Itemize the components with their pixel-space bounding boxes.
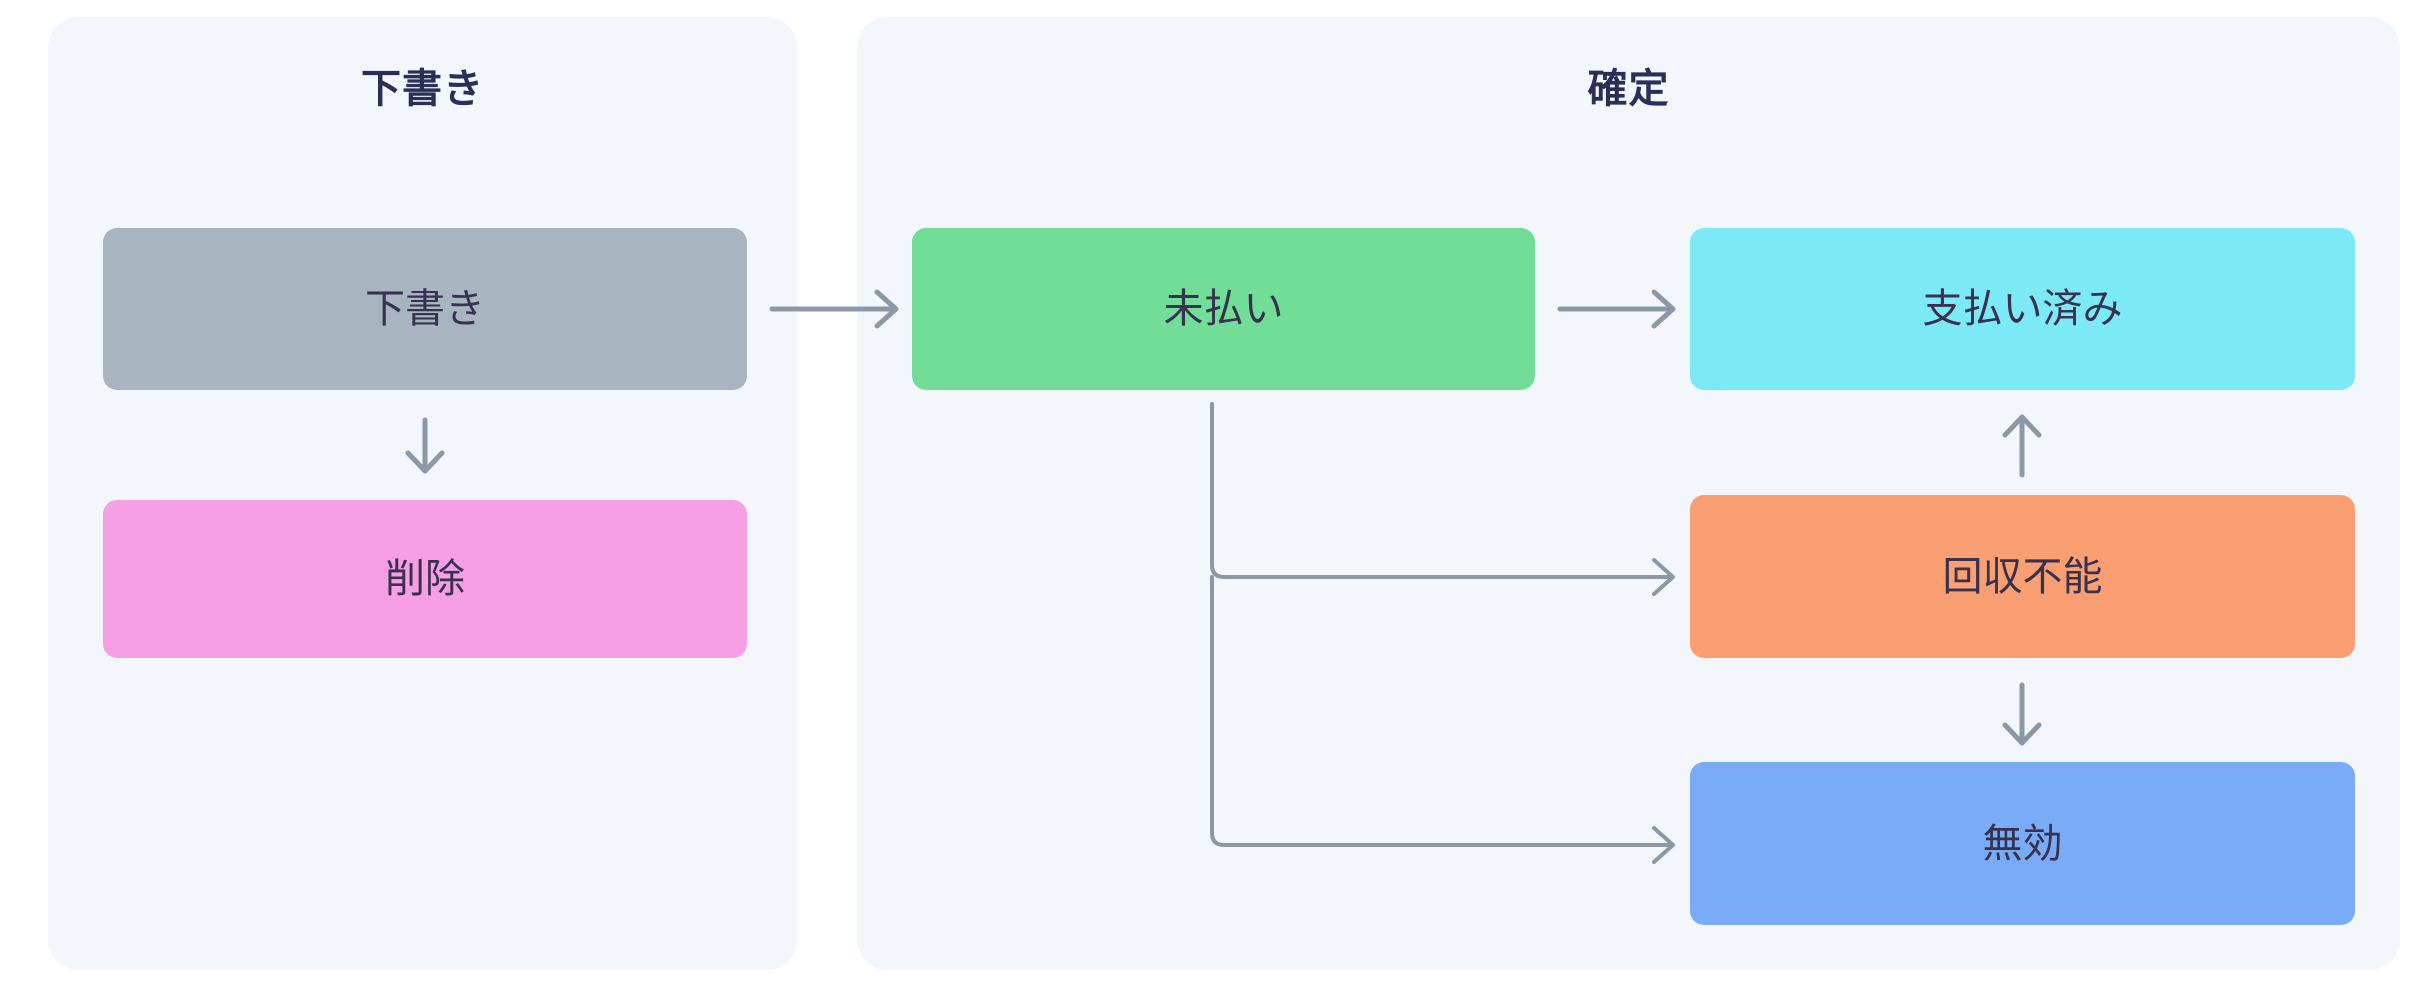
node-paid[interactable]: 支払い済み (1690, 228, 2355, 390)
group-title-finalized: 確定 (1587, 67, 1670, 111)
node-deleted[interactable]: 削除 (103, 500, 747, 658)
node-void-label: 無効 (1982, 821, 2063, 866)
node-uncollectible[interactable]: 回収不能 (1690, 495, 2355, 658)
group-panel-draft: 下書き (48, 17, 797, 970)
node-unpaid[interactable]: 未払い (912, 228, 1535, 390)
node-paid-label: 支払い済み (1922, 287, 2123, 331)
node-void[interactable]: 無効 (1690, 762, 2355, 925)
node-unpaid-label: 未払い (1163, 287, 1284, 331)
node-deleted-label: 削除 (385, 557, 465, 601)
node-uncollectible-label: 回収不能 (1942, 554, 2103, 599)
node-draft-label: 下書き (365, 287, 485, 331)
node-draft[interactable]: 下書き (103, 228, 747, 390)
group-title-draft: 下書き (361, 67, 484, 111)
